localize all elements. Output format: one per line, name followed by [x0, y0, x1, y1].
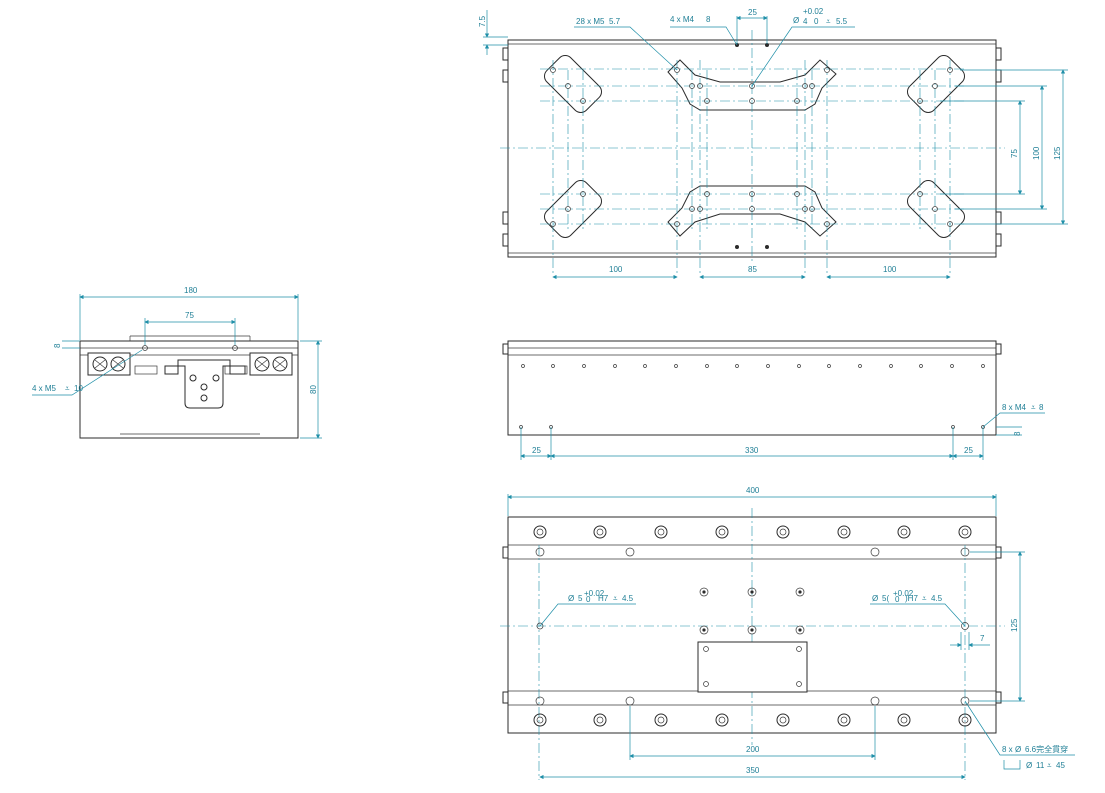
svg-text:4: 4 [803, 17, 808, 26]
svg-text:8: 8 [1039, 403, 1044, 412]
svg-text:5.5: 5.5 [836, 17, 848, 26]
dim-7: 7 [980, 634, 985, 643]
dim-125-bottom: 125 [1010, 618, 1019, 632]
callout-d5-right: 5( [882, 594, 889, 603]
svg-text:⩡: ⩡ [922, 594, 927, 603]
counterbore-row-top [533, 525, 972, 539]
front-body-outline [507, 340, 997, 436]
svg-text:Ø: Ø [1026, 761, 1032, 770]
svg-text:8: 8 [1013, 431, 1022, 436]
svg-text:⩡: ⩡ [1047, 761, 1052, 770]
svg-text:8: 8 [53, 343, 62, 348]
counterbore-row-bottom [533, 713, 972, 727]
svg-text:8: 8 [706, 15, 711, 24]
svg-text:Ø: Ø [1015, 745, 1021, 754]
svg-text:10: 10 [74, 384, 83, 393]
callout-8xM4: 8 x M4 [1002, 403, 1027, 412]
callout-8xd66: 8 x [1002, 745, 1013, 754]
mount-tab-tl [543, 54, 603, 114]
front-view: 25 330 25 8 x M4 ⩡ 8 8 [502, 340, 1045, 460]
cover-plate [697, 641, 808, 693]
callout-d5-left: 5 [578, 594, 583, 603]
svg-text:11: 11 [1036, 761, 1045, 770]
callout-4xM5: 4 x M5 [32, 384, 57, 393]
dim-100-v: 100 [1032, 146, 1041, 160]
svg-text:+0.02: +0.02 [803, 7, 824, 16]
front-holes-row [519, 364, 985, 429]
dim-100-left: 100 [609, 265, 623, 274]
terminal-block-right [249, 352, 293, 376]
svg-text:+0.02: +0.02 [893, 589, 914, 598]
svg-text:⩡: ⩡ [1031, 403, 1036, 412]
top-holes [550, 67, 953, 227]
svg-text:45: 45 [1056, 761, 1065, 770]
svg-text:⩡: ⩡ [65, 384, 70, 393]
dim-330: 330 [745, 446, 759, 455]
dim-125-v: 125 [1053, 146, 1062, 160]
side-view: 180 75 80 8 4 x M5 ⩡ 10 [32, 286, 322, 439]
dim-85: 85 [748, 265, 757, 274]
dim-400: 400 [746, 486, 760, 495]
dim-25-right: 25 [964, 446, 973, 455]
terminal-block-left [87, 352, 131, 376]
dim-75: 75 [1010, 149, 1019, 158]
svg-text:25: 25 [748, 8, 757, 17]
dim-100-right: 100 [883, 265, 897, 274]
svg-text:5.7: 5.7 [609, 17, 621, 26]
svg-text:Ø: Ø [793, 16, 799, 25]
svg-text:⩡: ⩡ [826, 17, 831, 26]
svg-text:0: 0 [586, 595, 591, 604]
svg-text:⩡: ⩡ [613, 594, 618, 603]
dim-200: 200 [746, 745, 760, 754]
svg-text:4.5: 4.5 [622, 594, 634, 603]
svg-text:0: 0 [895, 595, 900, 604]
svg-text:H7: H7 [598, 594, 609, 603]
svg-text:Ø: Ø [872, 594, 878, 603]
svg-text:0: 0 [814, 17, 819, 26]
svg-text:4.5: 4.5 [931, 594, 943, 603]
svg-text:+0.02: +0.02 [584, 589, 605, 598]
dim-180: 180 [184, 286, 198, 295]
callout-4xM4: 4 x M4 [670, 15, 695, 24]
dim-350: 350 [746, 766, 760, 775]
top-view: 28 x M5 5.7 4 x M4 8 Ø +0.02 0 4 5.5 ⩡ 2… [478, 7, 1068, 280]
dim-25-left: 25 [532, 446, 541, 455]
dim-75-side: 75 [185, 311, 194, 320]
callout-28xM5: 28 x M5 [576, 17, 605, 26]
svg-text:7.5: 7.5 [478, 15, 487, 27]
bottom-view: 400 125 7 200 350 Ø 5 +0.02 0 H7 ⩡ 4.5 Ø… [500, 486, 1075, 780]
svg-text:Ø: Ø [568, 594, 574, 603]
svg-text:)H7: )H7 [905, 594, 918, 603]
dim-80: 80 [309, 385, 318, 394]
svg-text:6.6完全貫穿: 6.6完全貫穿 [1025, 744, 1068, 754]
